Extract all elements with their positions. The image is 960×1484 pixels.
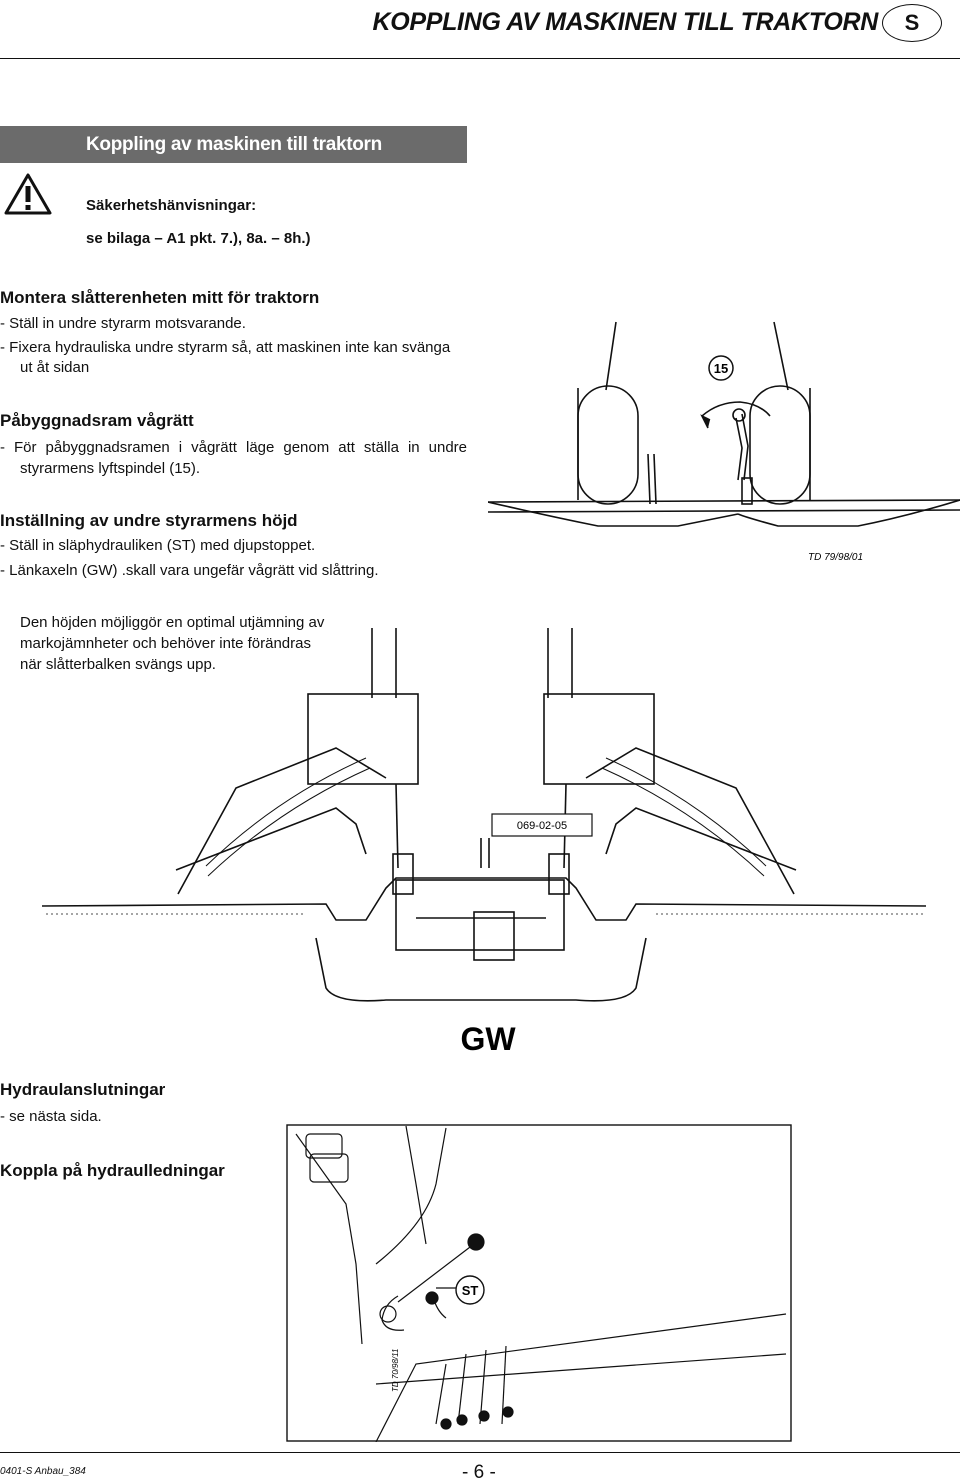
callout-15: 15	[714, 361, 728, 376]
footer-rule	[0, 1452, 960, 1453]
control-levers-figure: ST TD 70/98/11	[286, 1124, 792, 1442]
warning-icon	[4, 173, 52, 215]
header-rule	[0, 58, 960, 59]
page-header-title: KOPPLING AV MASKINEN TILL TRAKTORN	[372, 8, 878, 36]
heading-lower-arm-height: Inställning av undre styrarmens höjd	[0, 511, 298, 530]
footer-doc-code: 0401-S Anbau_384	[0, 1466, 86, 1477]
callout-st: ST	[462, 1283, 479, 1298]
height-item-1: - Ställ in släphydrauliken (ST) med djup…	[0, 537, 316, 554]
figure-code-2: 069-02-05	[517, 820, 567, 832]
section-banner: Koppling av maskinen till traktorn	[0, 126, 467, 163]
figure-code-1: TD 79/98/01	[808, 552, 863, 563]
footer-page-number: - 6 -	[462, 1462, 496, 1483]
hydraulic-item-1: - se nästa sida.	[0, 1108, 102, 1125]
heading-connect-hydraulic-lines: Koppla på hydraulledningar	[0, 1161, 225, 1180]
safety-reference: se bilaga – A1 pkt. 7.), 8a. – 8h.)	[86, 230, 311, 247]
heading-center-machine: Montera slåtterenheten mitt för traktorn	[0, 288, 320, 307]
frame-item-1: - För påbyggnadsramen i vågrätt läge gen…	[0, 439, 467, 456]
para-line-1: Den höjden möjliggör en optimal utjämnin…	[20, 614, 325, 631]
para-line-2: markojämnheter och behöver inte förändra…	[20, 635, 311, 652]
safety-label: Säkerhetshänvisningar:	[86, 197, 257, 214]
gw-label: GW	[460, 1021, 516, 1057]
figure-code-3: TD 70/98/11	[391, 1349, 400, 1392]
language-badge: S	[882, 4, 942, 42]
frame-item-1-cont: styrarmens lyftspindel (15).	[20, 460, 201, 477]
drive-shaft-figure: 069-02-05 GW	[41, 628, 927, 1057]
para-line-3: när slåtterbalken svängs upp.	[20, 656, 216, 673]
height-item-2: - Länkaxeln (GW) .skall vara ungefär våg…	[0, 562, 379, 579]
center-item-2: - Fixera hydrauliska undre styrarm så, a…	[0, 339, 451, 356]
lift-spindle-figure: 15 TD 79/98/01	[488, 321, 960, 563]
heading-hydraulic-connections: Hydraulanslutningar	[0, 1080, 166, 1099]
heading-frame-level: Påbyggnadsram vågrätt	[0, 411, 194, 430]
center-item-2-cont: ut åt sidan	[20, 359, 90, 376]
center-item-1: - Ställ in undre styrarm motsvarande.	[0, 315, 246, 332]
